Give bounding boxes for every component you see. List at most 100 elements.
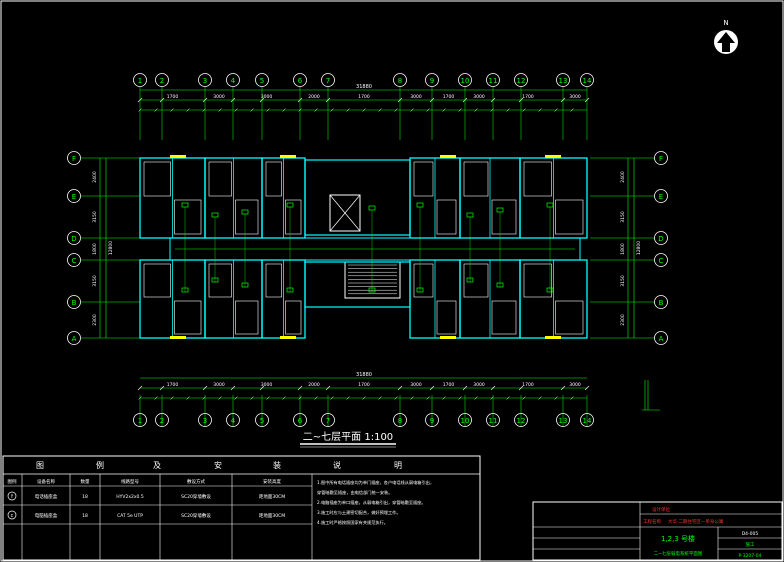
axis-letter: D <box>71 235 76 243</box>
axis-letter: E <box>659 193 663 201</box>
axis-bubble <box>155 73 169 87</box>
phone-outlet-icon <box>7 491 17 501</box>
stair-core <box>344 261 401 299</box>
dim-tick <box>170 108 174 112</box>
tb-label-design: 设计单位 <box>652 506 670 513</box>
outlet-icon <box>546 202 554 208</box>
stair-steps <box>348 264 397 295</box>
axis-bubble <box>654 253 668 267</box>
unit-sub-room <box>285 300 302 335</box>
unit-sub-room <box>174 199 202 235</box>
axis-letter: C <box>72 257 77 265</box>
elevation-markers <box>642 380 660 411</box>
axis-bubble <box>556 73 570 87</box>
axis-bubble <box>198 73 212 87</box>
dim-tick <box>186 396 190 400</box>
dim-tick <box>362 108 366 112</box>
tb-project: 大华·二期住宅区—单身公寓 <box>668 518 724 525</box>
dim-tick <box>538 108 542 112</box>
dim-tick <box>522 108 526 112</box>
dim-span: 1700 <box>522 94 534 100</box>
axis-number: 11 <box>489 417 498 425</box>
dim-tick <box>518 385 524 391</box>
dim-tick <box>458 396 462 400</box>
apartment-units <box>139 155 588 339</box>
compass-arrow-icon <box>717 32 735 52</box>
dim-tick <box>429 385 435 391</box>
dim-tick <box>458 108 462 112</box>
dim-tick <box>378 396 382 400</box>
window-mark <box>170 155 186 158</box>
dim-span: 2000 <box>308 94 320 100</box>
axis-number: 4 <box>231 77 236 85</box>
dim-tick <box>442 108 446 112</box>
dim-tick <box>154 396 158 400</box>
axis-bubble <box>486 413 500 427</box>
legend-cable: CAT 5e UTP <box>117 513 143 519</box>
axis-bubble <box>654 331 668 345</box>
axis-number: 3 <box>203 77 207 85</box>
dim-side: 2400 <box>620 171 626 183</box>
unit-sub-room <box>436 300 457 335</box>
legend-name: 电话插座盒 <box>35 493 58 500</box>
legend-title-char: 安 <box>214 460 222 470</box>
dim-side: 3150 <box>620 211 626 223</box>
axis-number: 8 <box>398 77 402 85</box>
dim-tick <box>362 396 366 400</box>
dim-tick <box>462 385 468 391</box>
axis-bubble <box>654 189 668 203</box>
axis-bubble <box>155 413 169 427</box>
dim-tick <box>394 108 398 112</box>
unit-sub-room <box>208 161 232 197</box>
dim-side-total: 12800 <box>636 241 642 255</box>
dim-tick <box>154 108 158 112</box>
outlet-icon <box>416 202 424 208</box>
tb-code1: D4-005 <box>742 531 759 537</box>
window-mark <box>545 336 561 339</box>
axis-letter: F <box>659 155 663 163</box>
axis-bubble <box>321 73 335 87</box>
dim-side: 2300 <box>92 314 98 326</box>
dim-tick <box>186 108 190 112</box>
drawing-title: 二~七层平面 1:100 <box>303 431 393 443</box>
axis-bubble <box>67 151 81 165</box>
dim-span: 3000 <box>473 382 485 388</box>
unit-sub-room <box>555 300 584 335</box>
dim-tick <box>266 396 270 400</box>
axis-bubble <box>425 413 439 427</box>
unit-sub-room <box>285 199 302 235</box>
dim-tick <box>554 108 558 112</box>
dim-tick <box>474 396 478 400</box>
axis-letter: E <box>72 193 76 201</box>
legend-title-char: 及 <box>153 461 161 470</box>
outlet-icon <box>211 212 219 218</box>
axis-bubble <box>458 413 472 427</box>
legend-qty: 18 <box>82 513 88 519</box>
axis-bubble <box>226 73 240 87</box>
legend-title-char: 例 <box>96 460 104 470</box>
legend-note: 穿管暗敷至插座，由电信部门统一安装。 <box>317 489 392 496</box>
axis-bubble <box>321 413 335 427</box>
axis-bubble <box>458 73 472 87</box>
axis-bubble <box>67 331 81 345</box>
axis-number: 7 <box>326 417 330 425</box>
axis-bubble <box>293 73 307 87</box>
legend-table: 图 例 及 安 装 说 明 图例 设备名称 数量 线路型号 敷设方式 安装高度 … <box>2 455 481 561</box>
axis-bubble <box>133 413 147 427</box>
axis-letter: C <box>659 257 664 265</box>
unit-sub-room <box>235 199 259 235</box>
axis-letter: B <box>659 299 664 307</box>
legend-note: 3.施工时应与土建密切配合，做好预埋工作。 <box>317 509 401 516</box>
axis-bubble <box>67 295 81 309</box>
unit-sub-room <box>491 199 517 235</box>
dim-overall: 31880 <box>356 372 372 378</box>
unit-sub-room <box>265 263 282 298</box>
axis-number: 4 <box>231 417 236 425</box>
window-mark <box>170 336 186 339</box>
dim-tick <box>202 385 208 391</box>
window-mark <box>440 336 456 339</box>
legend-header: 数量 <box>81 478 90 485</box>
axis-letter: A <box>72 335 77 343</box>
dim-tick <box>330 108 334 112</box>
